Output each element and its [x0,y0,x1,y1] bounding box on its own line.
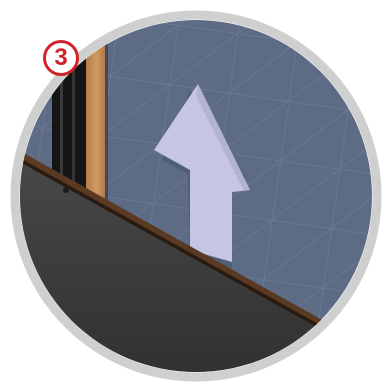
step-number-badge: 3 [43,40,79,76]
panel-screw-hole [63,187,69,193]
up-arrow-edge [196,84,250,191]
callout-ring [10,10,382,382]
channel-groove-right [72,30,75,230]
up-arrow-icon [154,84,250,262]
panel-top-edge [20,140,340,336]
channel-groove-left [60,30,63,230]
panel-top-edge-shadow [20,147,340,340]
wood-trim [86,30,106,230]
wood-trim-shadow [105,30,108,230]
